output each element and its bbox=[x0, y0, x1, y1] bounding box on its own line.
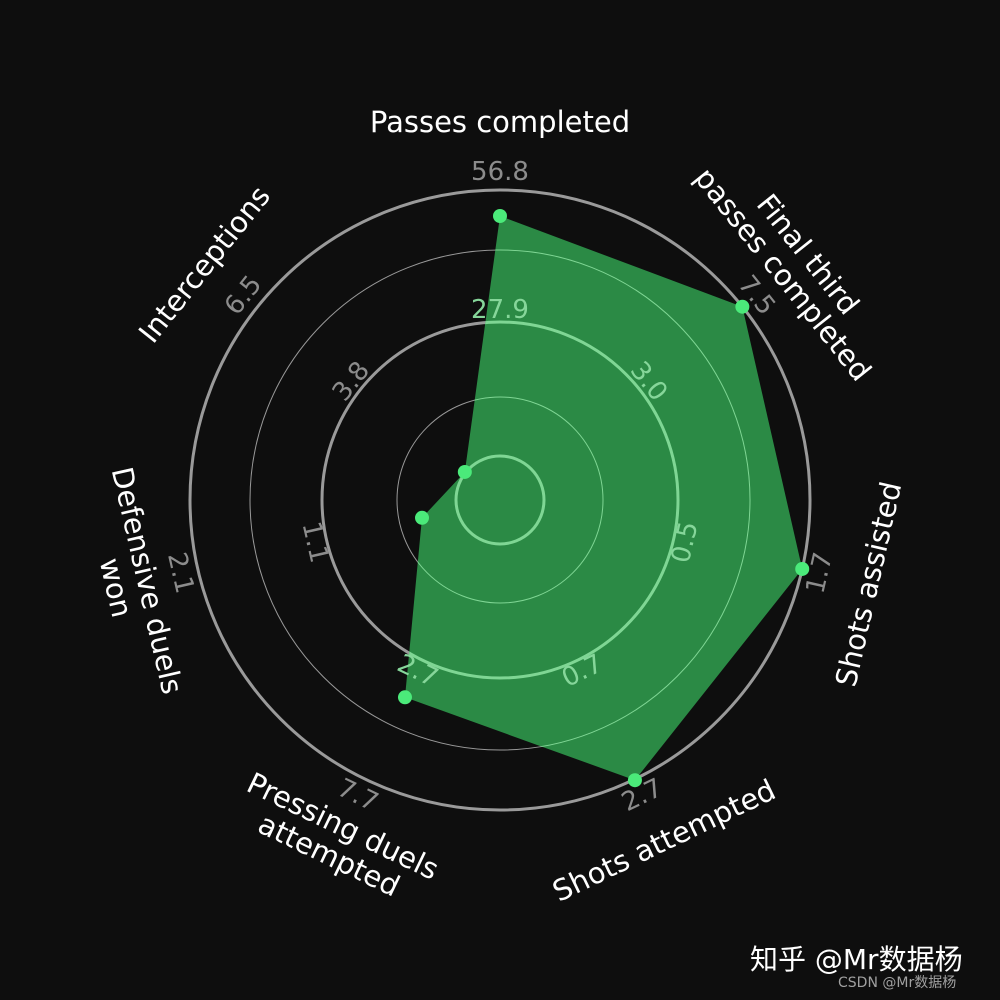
param-label: Passes completed bbox=[370, 105, 630, 139]
tick-label: 27.9 bbox=[471, 295, 529, 325]
data-point bbox=[627, 773, 642, 788]
tick-label: 3.8 bbox=[327, 356, 376, 407]
param-label: Interceptions bbox=[132, 179, 277, 349]
tick-label: 6.5 bbox=[219, 270, 268, 321]
grid-ring-highlight bbox=[454, 454, 546, 546]
watermark-zhihu: 知乎 @Mr数据杨 bbox=[750, 943, 963, 976]
watermark-csdn: CSDN @Mr数据杨 bbox=[838, 975, 957, 991]
grid-ring-highlight bbox=[404, 320, 680, 680]
param-label: Shots assisted bbox=[829, 478, 909, 689]
tick-label: 1.1 bbox=[296, 519, 334, 566]
data-area bbox=[404, 216, 803, 781]
data-point bbox=[457, 464, 472, 479]
data-point bbox=[415, 510, 430, 525]
data-point bbox=[795, 561, 810, 576]
param-label: Pressing duelsattempted bbox=[228, 766, 444, 916]
data-point bbox=[735, 299, 750, 314]
data-points bbox=[397, 209, 810, 788]
grid-ring-highlight bbox=[404, 396, 604, 604]
data-point bbox=[397, 690, 412, 705]
tick-label: 56.8 bbox=[471, 157, 529, 187]
data-point bbox=[493, 209, 507, 223]
tick-label: 2.7 bbox=[617, 773, 667, 818]
grid-ring bbox=[188, 188, 812, 812]
